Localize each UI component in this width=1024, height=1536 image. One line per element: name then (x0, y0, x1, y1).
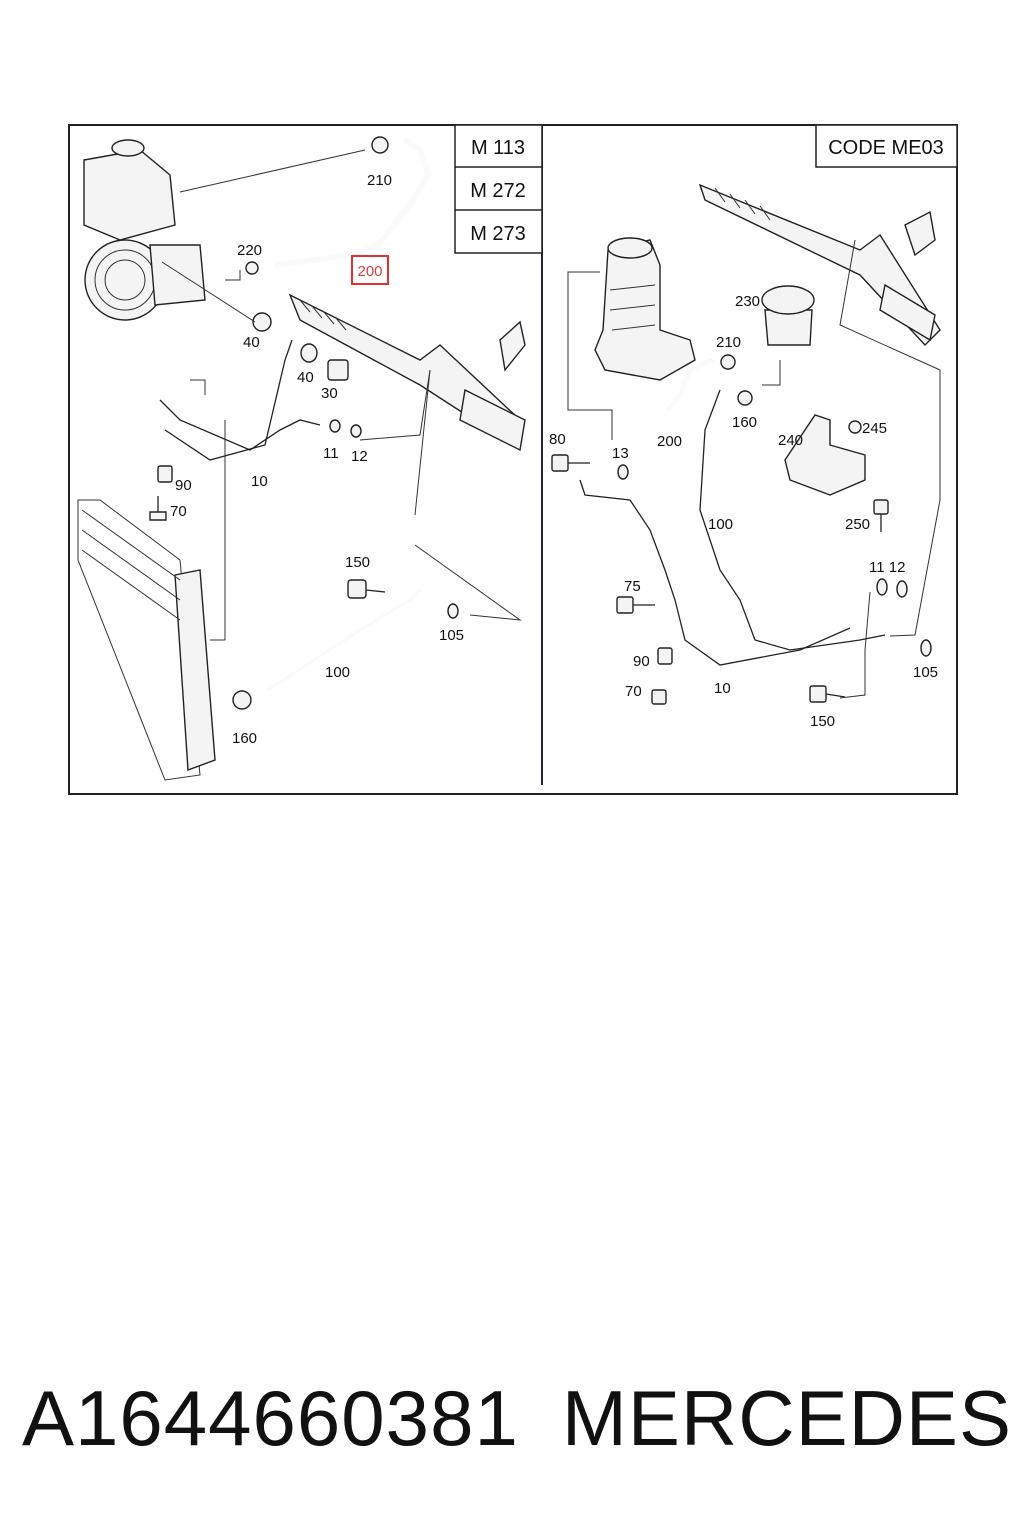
engine-code-table: M 113 M 272 M 273 (454, 124, 543, 254)
right-panel-artwork (551, 183, 941, 705)
callout-12: 12 (351, 448, 368, 465)
callout-230: 230 (735, 293, 760, 310)
callout-40-b: 40 (297, 369, 314, 386)
right-callouts: 230 210 160 200 80 13 245 240 250 100 11… (549, 293, 938, 730)
callout-160: 160 (732, 414, 757, 431)
callout-220: 220 (237, 242, 262, 259)
part-number: A1644660381 (22, 1373, 519, 1462)
callout-150: 150 (810, 713, 835, 730)
callout-75: 75 (624, 578, 641, 595)
callout-11: 11 (323, 445, 339, 462)
callout-250: 250 (845, 516, 870, 533)
callout-105: 105 (439, 627, 464, 644)
highlight-box (351, 255, 389, 285)
callout-40-a: 40 (243, 334, 260, 351)
left-callouts: 210 220 200 40 40 30 11 12 90 70 10 150 … (170, 172, 464, 747)
engine-code-2: M 272 (470, 180, 526, 202)
callout-30: 30 (321, 385, 338, 402)
engine-code-1: M 113 (471, 137, 525, 159)
callout-70: 70 (625, 683, 642, 700)
callout-90: 90 (175, 477, 192, 494)
callout-210: 210 (367, 172, 392, 189)
brand-name: MERCEDES (561, 1373, 1012, 1462)
option-code-box: CODE ME03 (815, 124, 958, 168)
callout-245: 245 (862, 420, 887, 437)
callout-10: 10 (251, 473, 268, 490)
callout-105: 105 (913, 664, 938, 681)
callout-11-12: 11 12 (869, 559, 905, 576)
callout-210: 210 (716, 334, 741, 351)
callout-80: 80 (549, 431, 566, 448)
callout-100: 100 (325, 664, 350, 681)
callout-200-highlighted: 200 (357, 263, 382, 280)
callout-100: 100 (708, 516, 733, 533)
parts-diagram: M 113 M 272 M 273 CODE ME03 (68, 124, 958, 795)
left-panel-artwork (77, 136, 526, 781)
callout-150: 150 (345, 554, 370, 571)
callout-70: 70 (170, 503, 187, 520)
callout-200: 200 (657, 433, 682, 450)
callout-160: 160 (232, 730, 257, 747)
callout-10: 10 (714, 680, 731, 697)
callout-240: 240 (778, 432, 803, 449)
callout-13: 13 (612, 445, 629, 462)
part-caption: A1644660381 MERCEDES (22, 1368, 1012, 1468)
option-code: CODE ME03 (828, 137, 944, 159)
engine-code-3: M 273 (470, 223, 526, 245)
callout-90: 90 (633, 653, 650, 670)
